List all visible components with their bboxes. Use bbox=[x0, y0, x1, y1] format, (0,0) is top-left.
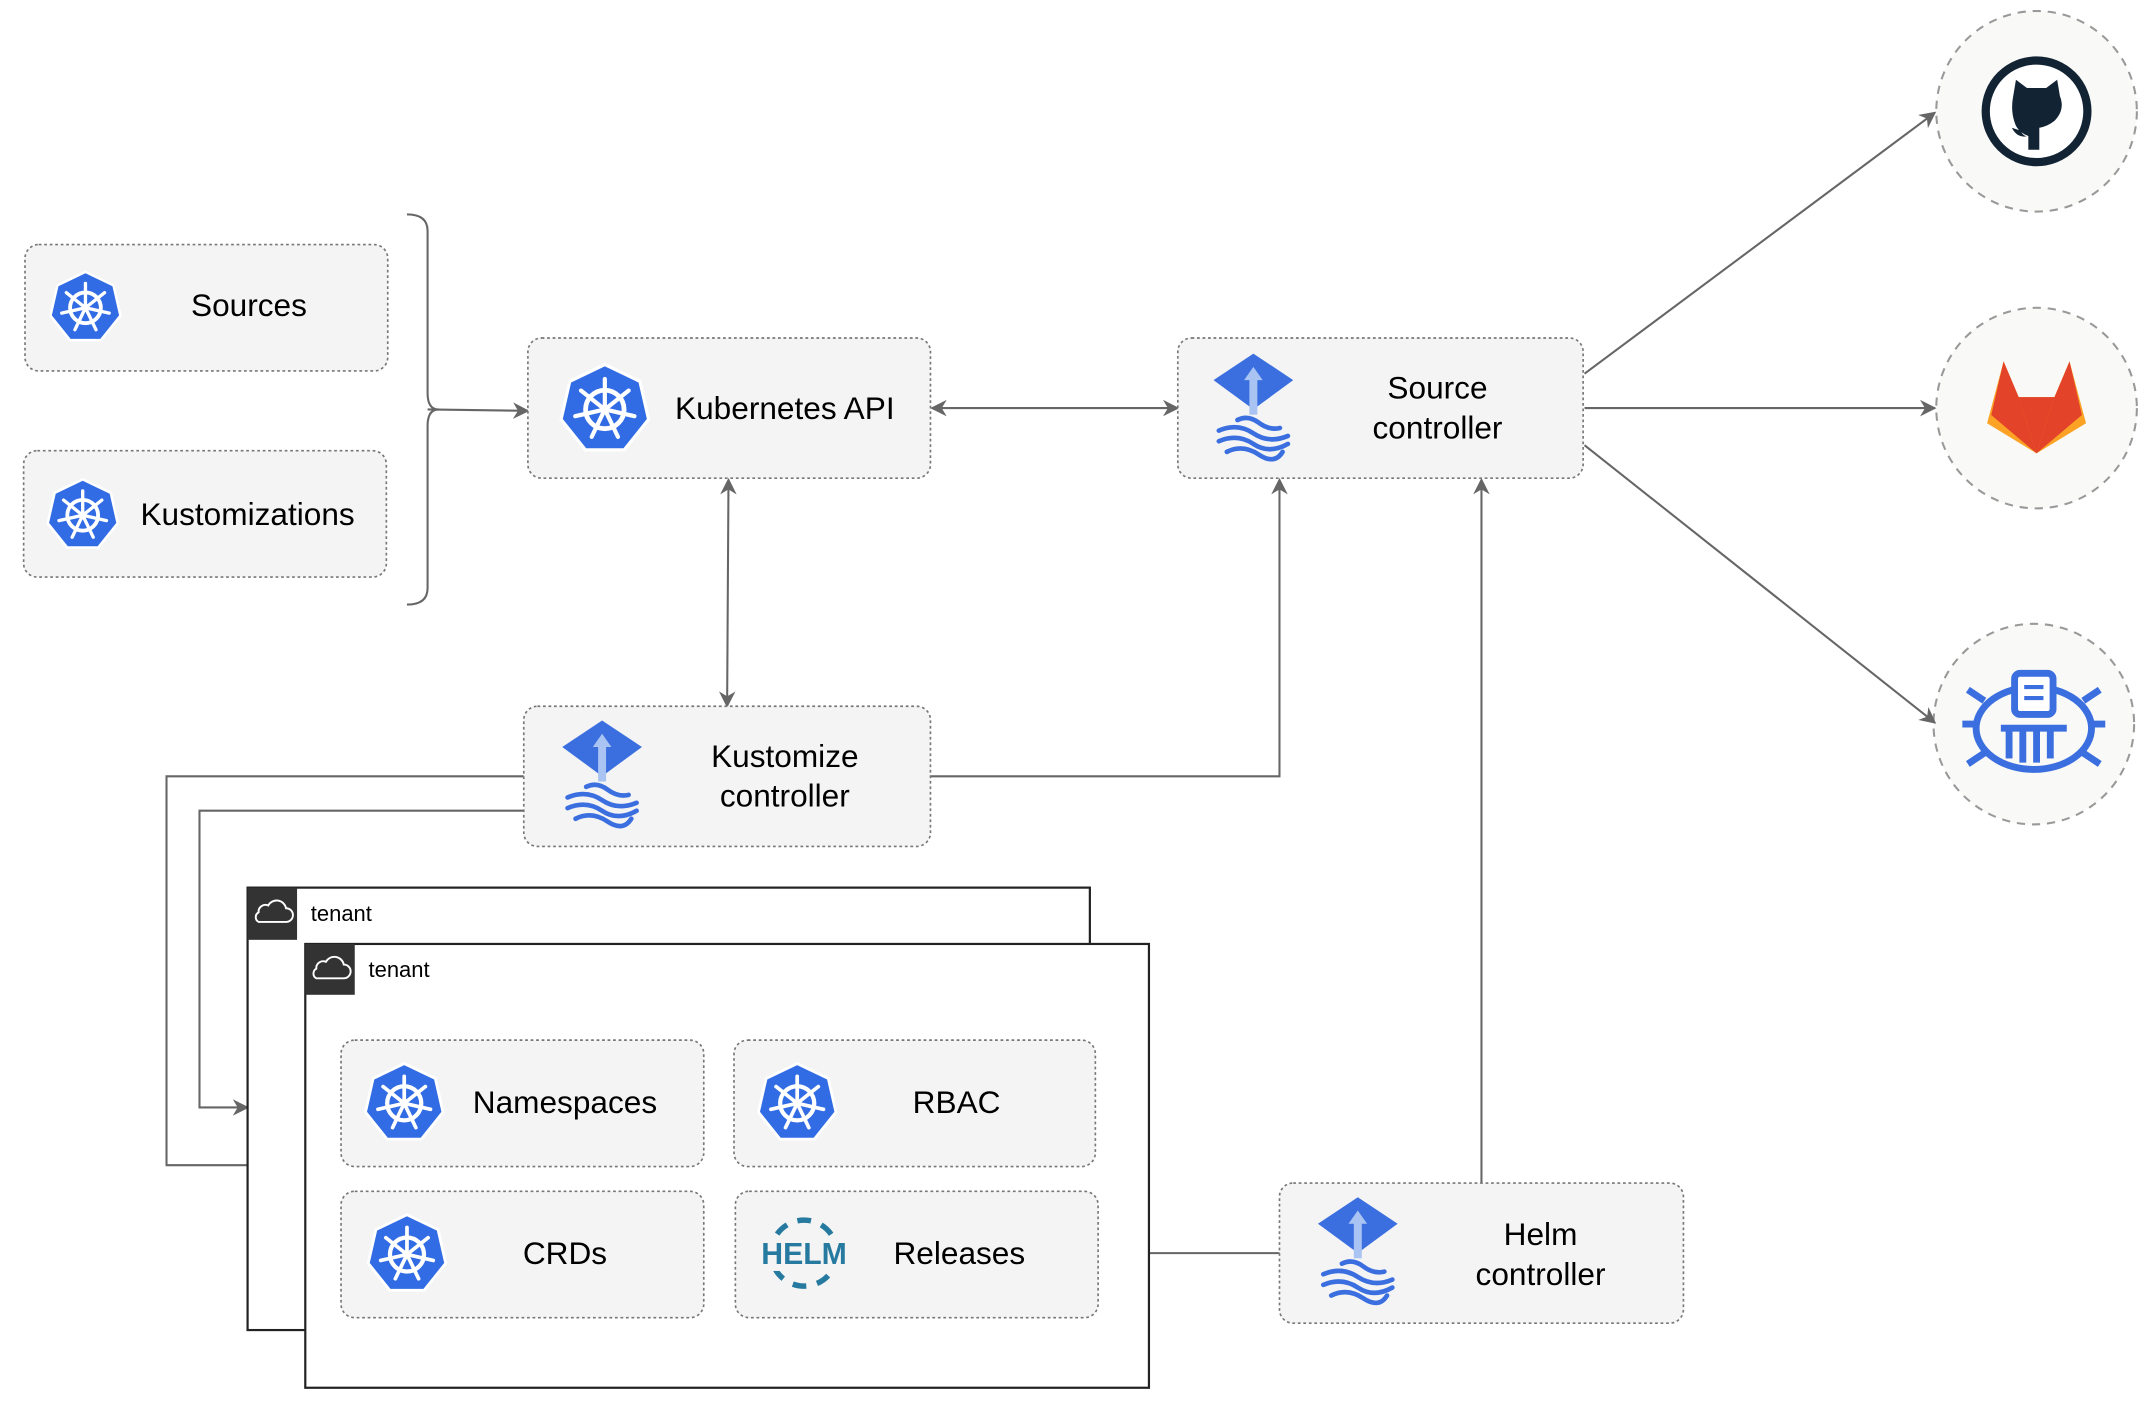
bucket-node bbox=[1932, 622, 2136, 826]
github-node bbox=[1935, 9, 2138, 213]
helm-controller-node: Helm controller bbox=[1278, 1182, 1685, 1325]
tenant-label: tenant bbox=[369, 957, 430, 982]
releases-label: Releases bbox=[893, 1235, 1025, 1271]
gitlab-icon bbox=[1987, 361, 2087, 454]
kustomize-controller-label: Kustomize bbox=[711, 738, 858, 774]
releases-node: HELM Releases bbox=[734, 1190, 1099, 1319]
kustomizations-node: Kustomizations bbox=[22, 449, 388, 578]
kustomizations-label: Kustomizations bbox=[140, 496, 354, 532]
helm-icon: HELM bbox=[758, 1217, 851, 1289]
cloud-icon bbox=[312, 955, 352, 980]
edge-api-kustomize-controller bbox=[718, 477, 737, 708]
tenant-label: tenant bbox=[311, 901, 372, 926]
edge-crds-to-api bbox=[427, 402, 530, 419]
kustomize-controller-label-2: controller bbox=[720, 778, 850, 814]
sources-label: Sources bbox=[191, 287, 307, 323]
crds-label: CRDs bbox=[523, 1235, 607, 1271]
edge-kustomize-to-tenant-front bbox=[165, 775, 524, 1174]
bucket-icon bbox=[1962, 669, 2106, 773]
source-controller-label: Source bbox=[1387, 370, 1487, 406]
tenant-front: tenant Namespaces RBAC CRDs HELM Release… bbox=[304, 942, 1151, 1389]
namespaces-node: Namespaces bbox=[340, 1039, 705, 1168]
sources-node: Sources bbox=[24, 243, 389, 372]
svg-text:HELM: HELM bbox=[761, 1238, 847, 1271]
kubernetes-api-node: Kubernetes API bbox=[527, 337, 932, 479]
helm-controller-label-2: controller bbox=[1476, 1256, 1606, 1292]
namespaces-label: Namespaces bbox=[473, 1084, 657, 1120]
cloud-icon bbox=[254, 899, 294, 923]
edge-kustomize-to-tenant-back bbox=[198, 809, 524, 1116]
kustomize-controller-node: Kustomize controller bbox=[522, 705, 932, 848]
crds-node: CRDs bbox=[340, 1190, 705, 1319]
source-controller-node: Source controller bbox=[1176, 337, 1584, 479]
edge-kustomize-to-source bbox=[930, 477, 1288, 778]
edge-source-to-github bbox=[1583, 111, 1937, 375]
kubernetes-api-label: Kubernetes API bbox=[675, 390, 895, 426]
helm-controller-label: Helm bbox=[1504, 1216, 1578, 1252]
gitlab-node bbox=[1935, 306, 2138, 510]
rbac-node: RBAC bbox=[733, 1039, 1097, 1168]
rbac-label: RBAC bbox=[913, 1084, 1001, 1120]
github-icon bbox=[1981, 56, 2092, 167]
source-controller-label-2: controller bbox=[1373, 409, 1503, 445]
edge-source-to-bucket bbox=[1583, 444, 1937, 724]
